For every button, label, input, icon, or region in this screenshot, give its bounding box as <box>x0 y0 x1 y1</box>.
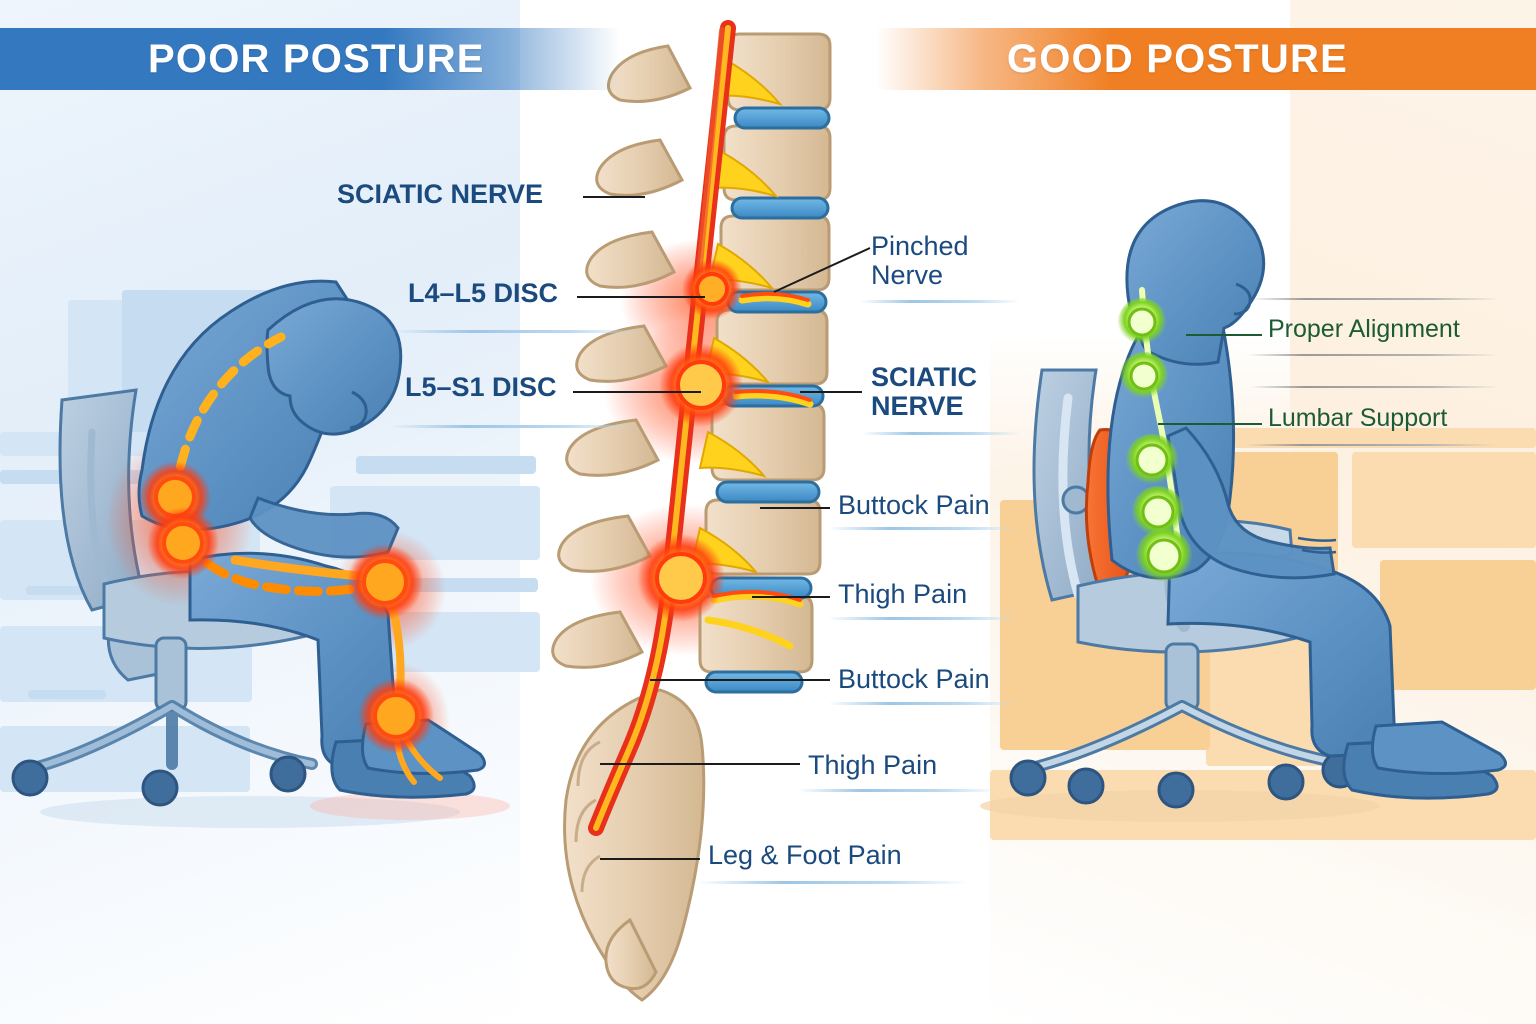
office-prop-shelf <box>356 456 536 474</box>
leader-line-l4-l5-disc <box>577 296 705 298</box>
label-pinched-nerve-line2: Nerve <box>871 260 944 291</box>
office-prop-drawer3 <box>0 726 250 792</box>
rule-l4-l5-disc <box>392 330 642 333</box>
leader-line-l5-s1-disc <box>573 391 701 393</box>
floor-strip-right <box>990 770 1536 840</box>
rule-sciatic-nerve-right <box>862 432 1020 435</box>
rule-proper-alignment-bottom <box>1248 354 1498 356</box>
office-prop-shelf-body <box>330 486 540 560</box>
leader-line-sciatic-nerve-left <box>583 196 645 198</box>
label-lumbar-support: Lumbar Support <box>1268 404 1448 432</box>
leader-line-buttock-pain-2 <box>650 679 830 681</box>
label-buttock-pain-2: Buttock Pain <box>838 664 990 694</box>
label-buttock-pain-1: Buttock Pain <box>838 490 990 520</box>
office-prop-shelf-body2 <box>330 612 540 672</box>
office-prop-shelf-line <box>378 578 538 592</box>
office-prop-box-right <box>1352 452 1536 548</box>
label-thigh-pain-2: Thigh Pain <box>808 750 938 780</box>
leader-line-lumbar-support <box>1158 423 1262 425</box>
office-prop-box-right2 <box>1380 560 1536 690</box>
leader-line-leg-foot-pain <box>600 858 700 860</box>
label-sciatic-nerve-left: SCIATIC NERVE <box>337 179 544 209</box>
office-prop-desk <box>0 432 300 456</box>
label-l5-s1-disc: L5–S1 DISC <box>405 372 557 402</box>
office-prop-drawer-line <box>0 470 240 484</box>
label-pinched-nerve-line1: Pinched <box>871 231 969 261</box>
rule-l5-s1-disc <box>388 425 638 428</box>
office-prop-monitor <box>122 290 302 440</box>
leader-line-buttock-pain-1 <box>760 507 830 509</box>
leader-line-sciatic-nerve-right <box>800 391 862 393</box>
office-prop-panel-right <box>1000 500 1210 750</box>
rule-lumbar-support-bottom <box>1246 444 1496 446</box>
rule-proper-alignment-top <box>1250 298 1500 300</box>
label-sciatic-nerve-right: SCIATIC NERVE <box>871 362 977 422</box>
good-posture-title: GOOD POSTURE <box>1006 36 1348 81</box>
label-pinched-nerve: Pinched Nerve <box>871 231 969 291</box>
rule-buttock-pain-2 <box>828 702 1020 705</box>
rule-lumbar-support-top <box>1250 386 1500 388</box>
leader-line-thigh-pain-2 <box>600 763 800 765</box>
poor-posture-banner: POOR POSTURE <box>0 28 620 90</box>
office-prop-shelf-right <box>1218 452 1338 624</box>
office-prop-handle <box>26 586 104 595</box>
label-thigh-pain-1: Thigh Pain <box>838 579 968 609</box>
label-sciatic-nerve-right-line2: NERVE <box>871 391 964 422</box>
rule-thigh-pain-1 <box>828 617 1020 620</box>
leader-line-pinched-nerve <box>773 247 871 293</box>
rule-thigh-pain-2 <box>798 789 998 792</box>
rule-pinched-nerve <box>860 300 1020 303</box>
label-l4-l5-disc: L4–L5 DISC <box>408 278 559 308</box>
rule-leg-foot-pain <box>698 881 968 884</box>
good-posture-banner: GOOD POSTURE <box>876 28 1536 90</box>
office-prop-handle2 <box>28 690 106 699</box>
office-prop-cabinet-right <box>1206 636 1330 766</box>
leader-line-thigh-pain-1 <box>752 596 830 598</box>
label-proper-alignment: Proper Alignment <box>1268 315 1460 343</box>
label-sciatic-nerve-right-line1: SCIATIC <box>871 362 977 392</box>
poor-posture-title: POOR POSTURE <box>148 36 485 81</box>
leader-line-proper-alignment <box>1186 334 1262 336</box>
label-leg-foot-pain: Leg & Foot Pain <box>708 840 902 870</box>
rule-buttock-pain-1 <box>828 527 1020 530</box>
